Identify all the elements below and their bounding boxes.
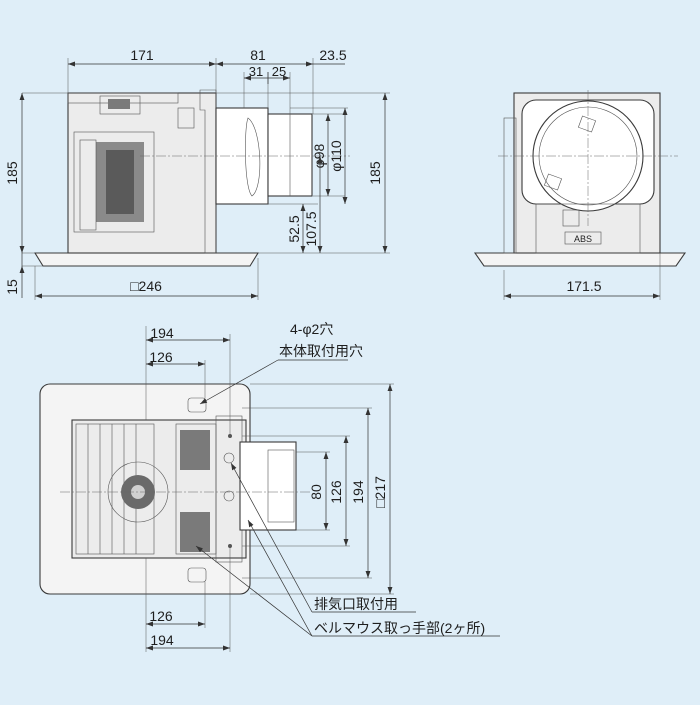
side-terminal-dark [108,99,130,109]
dim-171-5: 171.5 [566,278,601,294]
dim-80: 80 [308,484,324,500]
top-exhaust-inner [267,449,295,523]
front-side-flange [503,117,517,254]
dim-phi110: φ110 [328,140,344,172]
dim-194-v: 194 [350,480,366,504]
side-motor-grille [79,139,97,231]
top-view: 194 126 126 194 80 126 194 □217 4-φ2穴 本体… [39,321,500,652]
side-motor-frame [73,131,155,233]
dim-246: □246 [130,278,162,294]
front-latch-top [577,115,597,133]
dim-phi98: φ98 [311,143,327,168]
note-exhaust: 排気口取付用 [314,596,398,612]
side-top-stub [177,107,195,129]
dim-31: 31 [249,64,263,79]
dim-185-right: 185 [367,161,383,185]
front-abs-plate [564,231,602,245]
dim-126-top: 126 [149,349,173,365]
note-bellmouth: ベルマウス取っ手部(2ヶ所) [314,620,485,636]
note-holes-desc: 本体取付用穴 [279,343,363,359]
dim-23-5: 23.5 [319,47,346,63]
note-holes-count: 4-φ2穴 [290,321,333,337]
top-mount-hole-tl [187,397,207,413]
front-connector [562,209,580,227]
dim-81: 81 [250,47,266,63]
front-lower-box [535,203,641,254]
side-motor-core [106,150,134,214]
top-bolt-lower [223,490,235,502]
dim-194-top: 194 [150,325,174,341]
top-housing [71,419,247,559]
front-view: ABS 171.5 [473,90,687,300]
front-latch-bottom [543,173,563,191]
dim-126-bottom: 126 [149,608,173,624]
side-ceiling-panel [34,252,259,267]
dim-52-5: 52.5 [286,215,302,242]
dim-171: 171 [130,47,154,63]
front-ceiling-panel [473,252,687,267]
side-terminal-block [99,95,141,115]
dim-185-left: 185 [4,161,20,185]
dim-25: 25 [272,64,286,79]
top-box-lower [180,512,210,552]
dim-217: □217 [372,476,388,508]
dim-126-v: 126 [328,480,344,504]
dim-15: 15 [4,279,20,295]
front-abs-label: ABS [574,234,592,244]
top-bolt-upper [223,452,235,464]
side-duct-clip [245,117,261,197]
top-box-upper [180,430,210,470]
side-view: 171 81 23.5 31 25 185 15 □246 φ98 φ110 1… [4,47,390,300]
top-mount-hole-bl [187,567,207,583]
dim-107-5: 107.5 [303,211,319,246]
dim-194-bottom: 194 [150,632,174,648]
